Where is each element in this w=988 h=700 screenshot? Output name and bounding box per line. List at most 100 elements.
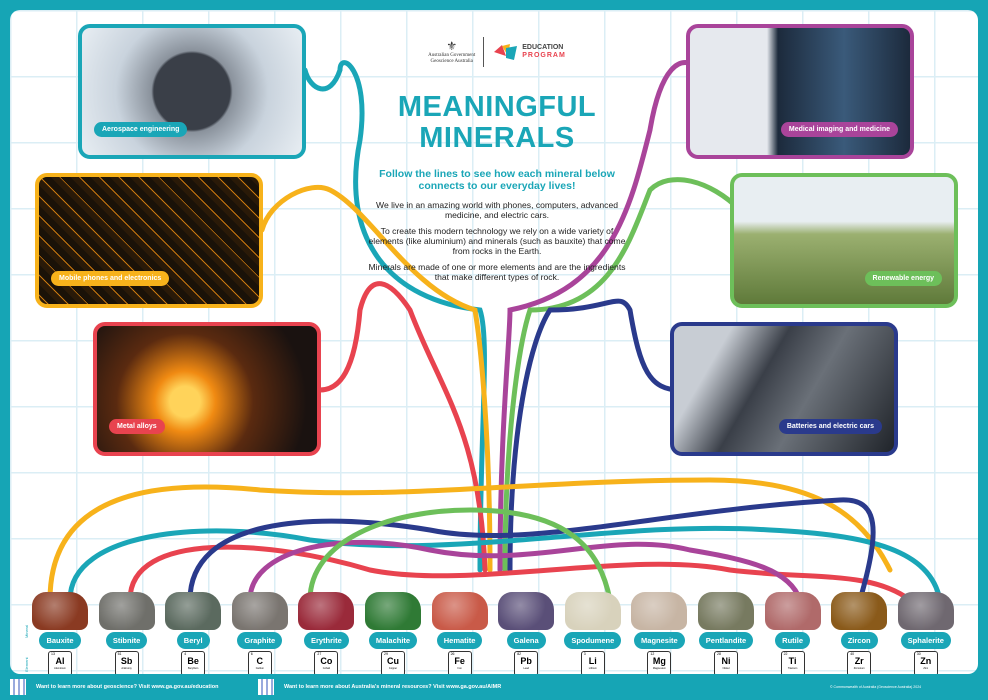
aerospace-photo: Aerospace engineering xyxy=(78,24,306,159)
element-symbol: Zr xyxy=(854,656,864,666)
element-symbol: Ti xyxy=(788,656,797,666)
use-label: Aerospace engineering xyxy=(94,122,188,137)
atomic-number: 12 xyxy=(650,652,655,656)
atomic-number: 22 xyxy=(783,652,788,656)
element-name: Magnesium xyxy=(652,667,666,670)
element-symbol: Al xyxy=(55,656,65,666)
connecting-lines xyxy=(47,60,943,603)
footer-aimr-link[interactable]: Want to learn more about Australia's min… xyxy=(284,684,502,690)
coat-of-arms-icon: ⚜ xyxy=(446,38,458,53)
atomic-number: 82 xyxy=(517,652,522,656)
atomic-number: 29 xyxy=(384,652,388,656)
element-symbol: Be xyxy=(187,656,199,666)
mineral-name: Erythrite xyxy=(303,632,349,649)
electronics-photo: Mobile phones and electronics xyxy=(35,173,263,308)
mineral-name: Zircon xyxy=(840,632,878,649)
mineral-name: Spodumene xyxy=(564,632,622,649)
footer: Want to learn more about geoscience? Vis… xyxy=(0,674,988,700)
mineral-rock-image xyxy=(98,592,155,630)
batteries-photo: Batteries and electric cars xyxy=(670,322,898,456)
mineral-rock-image xyxy=(498,592,555,630)
mineral-name: Pentlandite xyxy=(698,632,754,649)
mineral-rock-image xyxy=(365,592,421,630)
footer-education-link[interactable]: Want to learn more about geoscience? Vis… xyxy=(36,684,219,690)
mineral-rock-image xyxy=(431,592,488,630)
qr-code-icon xyxy=(10,679,26,695)
logo-divider xyxy=(483,37,485,67)
element-symbol: C xyxy=(256,656,264,666)
element-symbol: Sb xyxy=(120,656,133,666)
atomic-number: 3 xyxy=(583,652,586,656)
mineral-name: Graphite xyxy=(237,632,283,649)
element-symbol: Fe xyxy=(454,656,465,666)
element-name: Lithium xyxy=(588,667,597,670)
mineral-name: Rutile xyxy=(775,632,811,649)
mineral-name: Stibnite xyxy=(105,632,148,649)
mineral-rock-image xyxy=(298,592,355,630)
element-name: Lead xyxy=(523,667,529,670)
element-name: Titanium xyxy=(787,667,798,670)
metal-alloys-photo: Metal alloys xyxy=(93,322,321,456)
element-symbol: Zn xyxy=(920,656,932,666)
atomic-number: 6 xyxy=(250,652,253,656)
element-symbol: Cu xyxy=(387,656,399,666)
atomic-number: 4 xyxy=(184,652,187,656)
mineral-name: Bauxite xyxy=(39,632,81,649)
atomic-number: 40 xyxy=(850,652,855,656)
use-label: Batteries and electric cars xyxy=(778,419,882,434)
use-label: Mobile phones and electronics xyxy=(51,271,170,286)
element-name: Carbon xyxy=(255,667,264,670)
element-symbol: Co xyxy=(320,656,333,666)
mineral-rock-image xyxy=(231,592,288,630)
mineral-name: Beryl xyxy=(176,632,210,649)
atomic-number: 30 xyxy=(916,652,921,656)
element-name: Aluminium xyxy=(54,667,66,670)
atomic-number: 27 xyxy=(317,652,322,656)
mineral-rock-image xyxy=(564,592,621,630)
qr-code-icon xyxy=(258,679,274,695)
subtitle: Follow the lines to see how each mineral… xyxy=(379,168,615,192)
element-name: Zirconium xyxy=(853,667,865,670)
poster-board: Aerospace engineering Mobile phones and … xyxy=(10,10,978,674)
element-name: Cobalt xyxy=(322,667,330,670)
element-symbol: Pb xyxy=(520,656,532,666)
atomic-number: 28 xyxy=(717,652,721,656)
element-symbol: Li xyxy=(588,656,597,666)
mineral-name: Magnesite xyxy=(634,632,685,649)
copyright: © Commonwealth of Australia (Geoscience … xyxy=(830,685,922,689)
mineral-name: Galena xyxy=(506,632,546,649)
use-label: Metal alloys xyxy=(109,419,165,434)
element-name: Beryllium xyxy=(188,667,199,670)
renewable-photo: Renewable energy xyxy=(730,173,958,308)
use-label: Medical imaging and medicine xyxy=(780,122,898,137)
element-name: Antimony xyxy=(121,667,132,670)
mineral-name: Hematite xyxy=(436,632,483,649)
intro-text: We live in an amazing world with phones,… xyxy=(368,200,626,282)
